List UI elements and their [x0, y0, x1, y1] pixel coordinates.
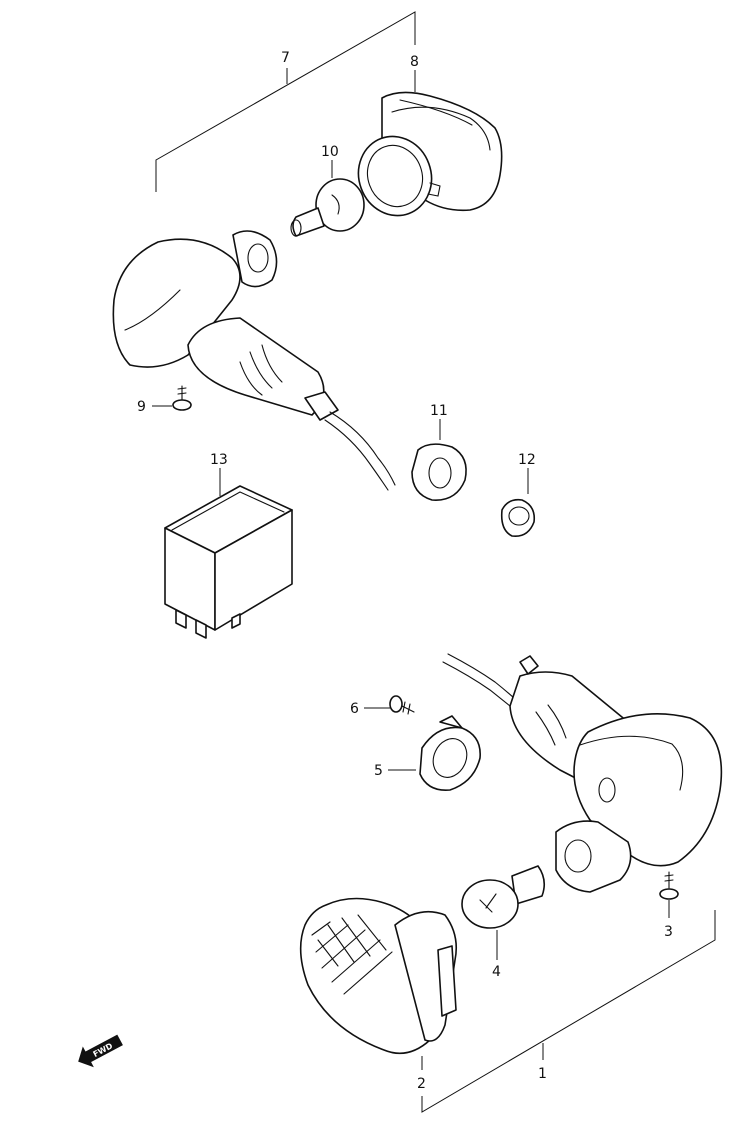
callout-1[interactable]: 1 — [538, 1066, 547, 1082]
upper-turn-signal-housing — [112, 238, 396, 491]
part-2-lens[interactable] — [299, 897, 458, 1055]
callout-5[interactable]: 5 — [374, 763, 383, 779]
assembly-1-bracket — [421, 910, 716, 1113]
callout-12[interactable]: 12 — [518, 452, 536, 468]
part-13-relay[interactable] — [164, 485, 293, 639]
part-3-screw[interactable] — [659, 871, 679, 900]
assembly-7-bracket — [155, 11, 416, 192]
callout-3[interactable]: 3 — [664, 924, 673, 940]
fwd-arrow-icon: FWD — [78, 1034, 123, 1068]
callout-4[interactable]: 4 — [492, 964, 501, 980]
part-6-screw[interactable] — [389, 695, 415, 715]
callout-7[interactable]: 7 — [281, 50, 290, 66]
part-12-nut[interactable] — [500, 498, 536, 538]
part-10-bulb[interactable] — [290, 178, 365, 237]
callout-9[interactable]: 9 — [137, 399, 146, 415]
callout-10[interactable]: 10 — [321, 144, 339, 160]
callout-2[interactable]: 2 — [417, 1076, 426, 1092]
part-8-lens[interactable] — [347, 91, 503, 225]
lower-socket — [555, 820, 632, 893]
part-9-screw[interactable] — [172, 385, 192, 411]
callout-6[interactable]: 6 — [350, 701, 359, 717]
part-5-gasket[interactable] — [419, 715, 481, 791]
part-4-bulb[interactable] — [461, 865, 546, 929]
lower-turn-signal-housing — [442, 653, 723, 867]
upper-socket — [232, 230, 278, 288]
callout-13[interactable]: 13 — [210, 452, 228, 468]
callout-8[interactable]: 8 — [410, 54, 419, 70]
part-11-gasket[interactable] — [411, 443, 467, 501]
callout-11[interactable]: 11 — [430, 403, 448, 419]
